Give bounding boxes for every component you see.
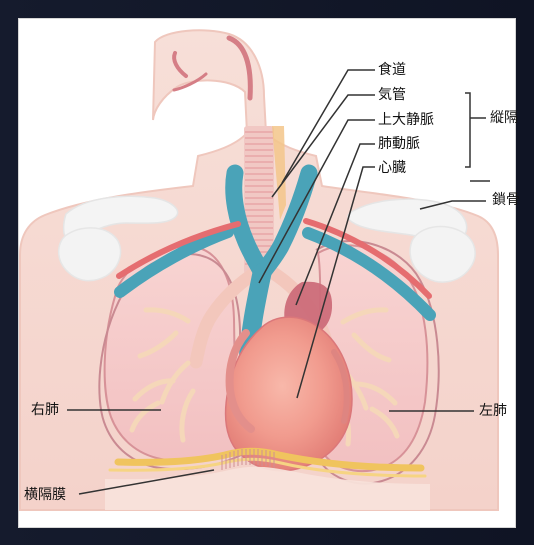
label-right-lung: 右肺 — [31, 403, 59, 417]
label-pulmonary-artery: 肺動脈 — [378, 137, 420, 151]
label-trachea: 気管 — [378, 88, 406, 102]
label-diaphragm: 横隔膜 — [24, 488, 66, 502]
label-clavicle: 鎖骨 — [492, 193, 520, 207]
label-heart: 心臓 — [378, 161, 406, 175]
label-esophagus: 食道 — [378, 63, 406, 77]
label-left-lung: 左肺 — [479, 404, 507, 418]
diagram-panel — [18, 18, 516, 528]
label-superior-vena-cava: 上大静脈 — [378, 113, 434, 127]
label-mediastinum: 縦隔 — [490, 111, 518, 125]
